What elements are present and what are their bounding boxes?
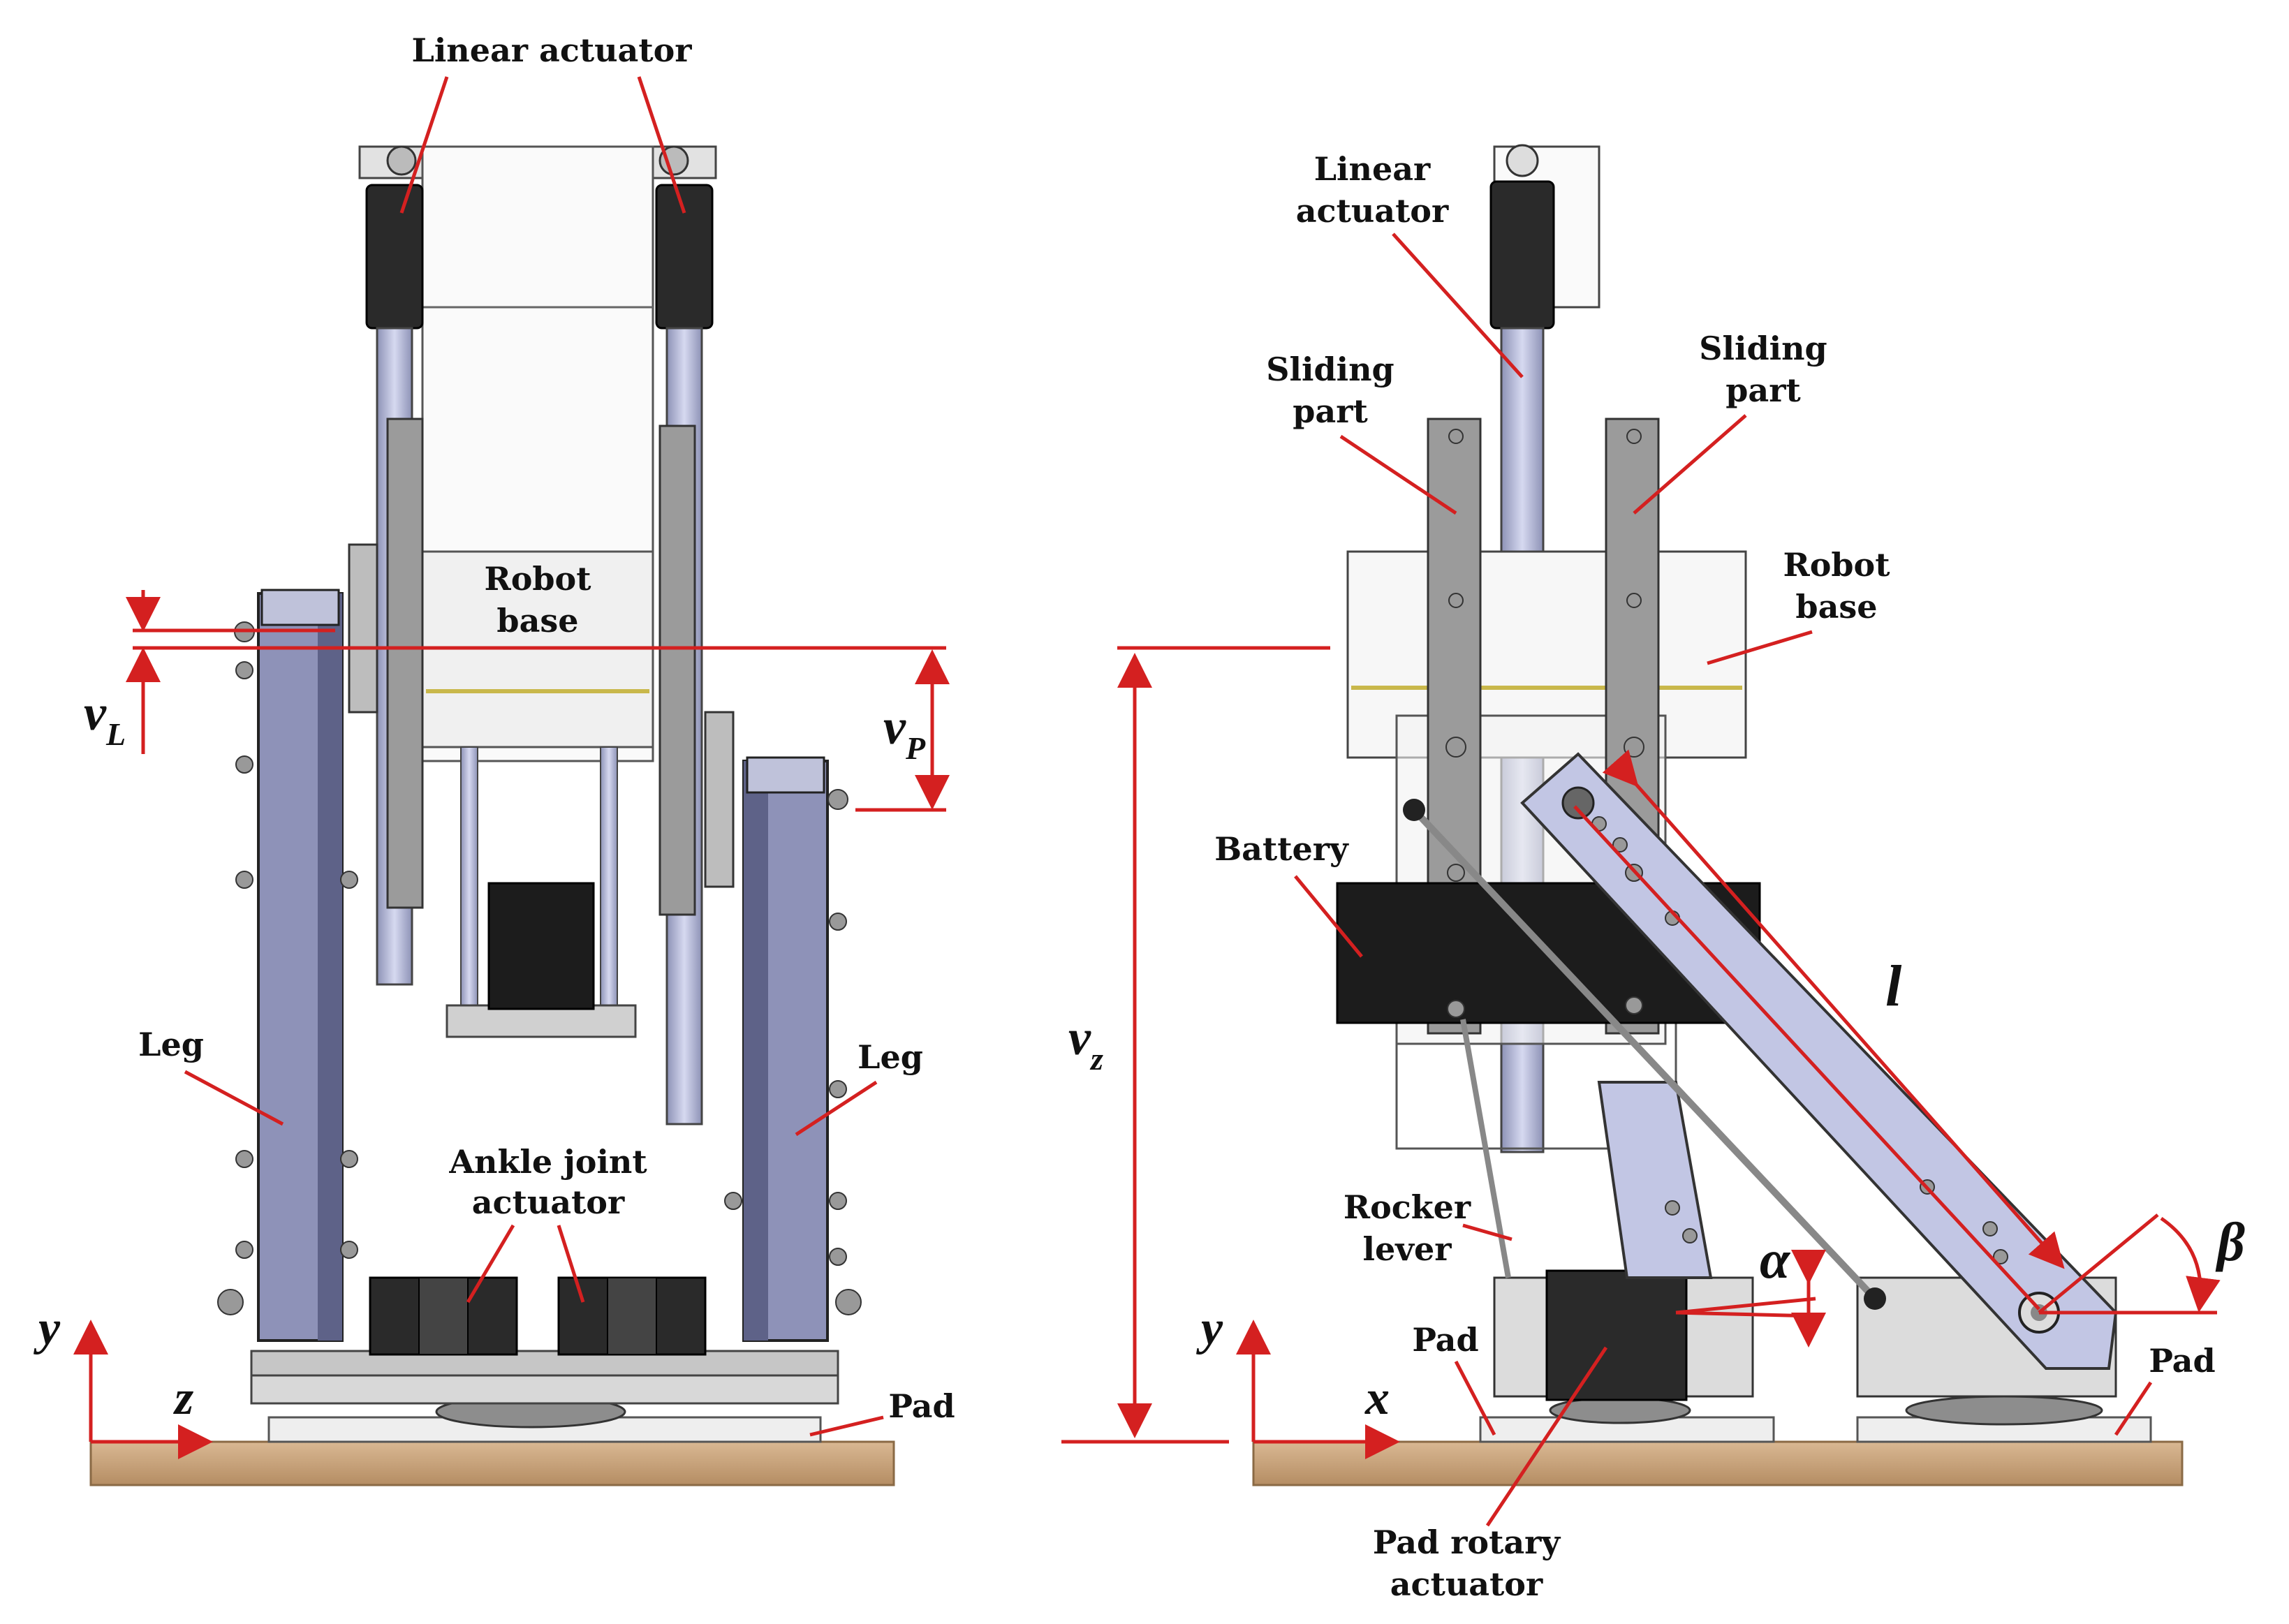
label-robot-base-left-2: base <box>496 602 578 640</box>
axis-y-label-left: y <box>34 1301 61 1355</box>
label-linear-actuator-right-1: Linear <box>1314 150 1431 188</box>
leader-pad-left-view <box>809 1415 884 1437</box>
label-sliding-right-1: Sliding <box>1699 330 1827 367</box>
symbol-vP: vP <box>883 699 926 766</box>
label-pad-right-2: Pad <box>2149 1342 2215 1380</box>
rocker-lever-end <box>1403 799 1425 821</box>
leader-ankle-2 <box>557 1225 585 1303</box>
leg-top-left <box>260 589 340 626</box>
leader-rocker <box>1462 1223 1512 1241</box>
right-annotations: Linear actuator Sliding part Sliding par… <box>1061 150 2245 1603</box>
label-pad-right-1: Pad <box>1412 1321 1478 1359</box>
support-rod <box>460 746 478 1013</box>
leg-edge-right <box>744 761 768 1341</box>
ankle-bracket-right <box>607 1277 657 1355</box>
leader-pad-rotary <box>1485 1346 1608 1527</box>
label-sliding-left-1: Sliding <box>1266 350 1394 388</box>
ground-right <box>1252 1440 2184 1486</box>
linear-actuator-top-pin <box>1506 144 1539 177</box>
left-annotations: Linear actuator Robot base vL vP Leg Leg… <box>34 31 955 1459</box>
label-linear-actuator-left: Linear actuator <box>411 31 692 69</box>
label-ankle-1: Ankle joint <box>448 1143 647 1181</box>
support-rod <box>600 746 618 1013</box>
support-bracket <box>446 1004 637 1038</box>
symbol-vz: vz <box>1068 1010 1103 1077</box>
leader-linear-actuator-left-1 <box>399 76 449 214</box>
label-robot-base-left-1: Robot <box>484 560 591 598</box>
symbol-vL: vL <box>84 685 126 752</box>
label-robot-base-right-2: base <box>1795 588 1877 626</box>
label-robot-base-right-1: Robot <box>1783 546 1890 584</box>
axis-y-label-right: y <box>1196 1301 1223 1355</box>
leader-robot-base-right <box>1707 630 1813 665</box>
label-battery: Battery <box>1214 830 1349 868</box>
top-bolt <box>658 145 689 176</box>
label-pad-rotary-1: Pad rotary <box>1373 1523 1561 1561</box>
linear-actuator-body-right <box>655 184 714 330</box>
leader-linear-actuator-left-2 <box>637 76 686 214</box>
leader-battery <box>1294 875 1363 958</box>
battery-left-view <box>487 882 595 1010</box>
symbol-alpha: α <box>1760 1229 1791 1290</box>
rocker-lever-end <box>1864 1287 1886 1310</box>
base-plate-upper <box>250 1350 839 1377</box>
axis-x-label-right: x <box>1364 1371 1390 1425</box>
leg-bolts <box>217 621 862 1315</box>
symbol-vP-sub: P <box>905 730 926 766</box>
l-dim-arrow-top <box>1602 749 2065 1269</box>
symbol-vz-main: v <box>1068 1010 1091 1065</box>
top-bolt <box>386 145 417 176</box>
leader-ankle-1 <box>466 1224 515 1304</box>
symbol-vL-sub: L <box>105 716 126 752</box>
pad-rotary-actuator <box>1545 1269 1688 1401</box>
hinge-right <box>704 711 735 888</box>
leader-sliding-right <box>1633 414 1747 515</box>
label-leg-left: Leg <box>138 1026 204 1063</box>
leader-pad-right-1 <box>1454 1360 1496 1436</box>
symbol-vL-main: v <box>84 685 107 741</box>
label-sliding-left-2: part <box>1293 392 1368 430</box>
ground-left <box>89 1440 895 1486</box>
beta-arc <box>2160 1216 2221 1313</box>
left-view <box>89 145 895 1486</box>
leader-sliding-left <box>1339 434 1457 515</box>
label-linear-actuator-right-2: actuator <box>1296 192 1449 230</box>
arm-pivot-top <box>1561 786 1595 820</box>
leader-linear-actuator-right <box>1392 232 1524 378</box>
linear-actuator-body-right-view <box>1489 180 1555 330</box>
symbol-vz-sub: z <box>1089 1041 1103 1077</box>
hinge-left <box>348 543 378 714</box>
label-sliding-right-2: part <box>1725 371 1801 409</box>
label-pad-rotary-2: actuator <box>1390 1565 1543 1603</box>
pad-bearing-right <box>1905 1395 2103 1426</box>
axis-z-label-left: z <box>173 1371 193 1425</box>
label-pad-left-view: Pad <box>888 1387 955 1425</box>
label-leg-right: Leg <box>858 1038 923 1076</box>
leader-pad-right-2 <box>2114 1381 2153 1436</box>
leg-top-right <box>746 756 825 794</box>
symbol-vP-main: v <box>883 699 906 755</box>
slide-plate-left <box>386 418 424 909</box>
symbol-l: l <box>1885 954 1902 1019</box>
ankle-bracket-left <box>418 1277 469 1355</box>
label-rocker-2: lever <box>1363 1230 1452 1268</box>
leg-edge-left <box>318 593 342 1341</box>
symbol-beta: β <box>2215 1211 2245 1272</box>
leader-leg-left <box>184 1070 284 1126</box>
slide-plate-right <box>658 425 696 916</box>
base-plate-lower <box>250 1374 839 1405</box>
label-rocker-1: Rocker <box>1344 1188 1471 1226</box>
label-ankle-2: actuator <box>472 1183 625 1221</box>
linear-actuator-body-left <box>365 184 424 330</box>
beta-line-diagonal <box>2038 1213 2159 1314</box>
leader-leg-right <box>795 1080 878 1137</box>
